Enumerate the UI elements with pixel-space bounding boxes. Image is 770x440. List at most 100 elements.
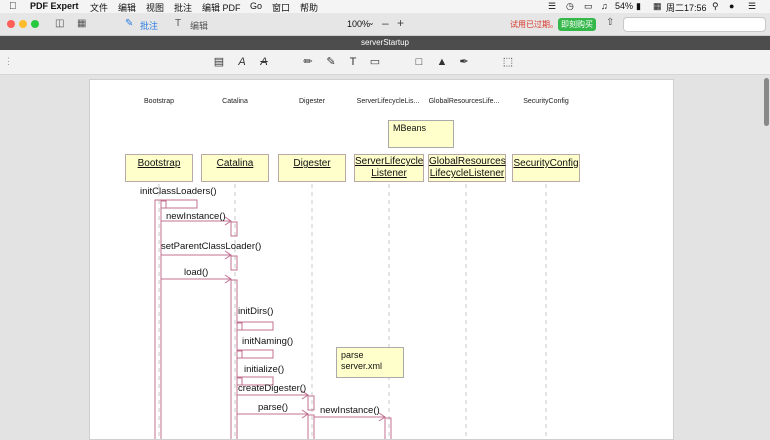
menu-help[interactable]: 帮助: [300, 3, 319, 13]
message-label: initialize(): [244, 364, 285, 375]
activation-catalina-initnaming: [236, 350, 243, 359]
menu-view[interactable]: 视图: [146, 3, 165, 13]
stamp-icon[interactable]: ▲: [436, 56, 448, 68]
menu-window[interactable]: 窗口: [272, 3, 291, 13]
zoom-out-button[interactable]: –: [382, 16, 389, 30]
message-label: initClassLoaders(): [140, 186, 217, 197]
activation-digester-parse: [307, 414, 315, 439]
activation-catalina-newinstance: [230, 221, 238, 237]
arrowhead: [224, 274, 232, 284]
arrow-initialize: [237, 376, 274, 386]
airplay-icon[interactable]: ▭: [584, 1, 593, 11]
arrowhead: [301, 409, 309, 419]
participant-catalina: Catalina: [201, 154, 269, 182]
arrowhead: [224, 250, 232, 260]
participant-bootstrap: Bootstrap: [125, 154, 193, 182]
menu-file[interactable]: 文件: [90, 3, 109, 13]
parse-server-xml-note: parse server.xml: [336, 347, 404, 378]
message-label: initDirs(): [238, 306, 274, 317]
message-label: setParentClassLoader(): [161, 241, 262, 252]
pen-icon[interactable]: ✏: [303, 56, 313, 68]
activation-digester-create: [307, 395, 315, 411]
buy-now-button[interactable]: 即刻购买: [558, 18, 596, 31]
battery-icon[interactable]: ▮: [636, 1, 641, 11]
column-header: Catalina: [222, 98, 248, 105]
menu-edit-pdf[interactable]: 编辑 PDF: [202, 3, 241, 13]
music-icon[interactable]: ♫: [601, 1, 608, 11]
sidebar-toggle-icon[interactable]: ◫: [55, 18, 65, 29]
strikethrough-text-icon[interactable]: A: [260, 56, 268, 68]
column-header: Bootstrap: [144, 98, 174, 105]
app-toolbar: ◫ ▦ ✎ 批注 T 编辑 100% ⌄ – + 试用已过期。 即刻购买 ⇧: [0, 13, 770, 36]
arrowhead: [224, 216, 232, 226]
arrow-initclassloaders: [161, 199, 198, 209]
participant-security-config: SecurityConfig: [512, 154, 580, 182]
sequence-diagram-lines: [154, 184, 547, 439]
zoom-in-button[interactable]: +: [397, 16, 405, 30]
search-input[interactable]: [624, 22, 765, 35]
highlight-text-icon[interactable]: ▤: [213, 56, 225, 68]
share-icon[interactable]: ⇧: [606, 17, 615, 28]
vertical-scrollbar[interactable]: [764, 78, 769, 126]
message-label: initNaming(): [242, 336, 294, 347]
annotation-toolbar: ⋮ ▤ A A ✏ ✎ T ▭ □ ▲ ✒ ⬚: [0, 50, 770, 75]
message-label: newInstance(): [320, 405, 380, 416]
message-label: createDigester(): [238, 383, 307, 394]
activation-catalina-setparent: [230, 255, 238, 271]
underline-text-icon[interactable]: A: [238, 56, 246, 68]
menu-edit[interactable]: 编辑: [118, 3, 137, 13]
message-label: newInstance(): [166, 211, 226, 222]
document-title: serverStartup: [360, 38, 410, 47]
menu-bar:  PDF Expert 文件 编辑 视图 批注 编辑 PDF Go 窗口 帮助…: [0, 0, 770, 13]
notification-center-icon[interactable]: ☰: [748, 1, 757, 11]
activation-catalina-initdirs: [236, 322, 243, 331]
arrow-initnaming: [237, 349, 274, 359]
minimize-button[interactable]: [19, 20, 27, 28]
edit-text-icon[interactable]: T: [175, 18, 182, 29]
timer-icon[interactable]: ◷: [566, 1, 574, 11]
annotate-icon[interactable]: ✎: [125, 18, 134, 29]
arrow-initdirs: [237, 321, 274, 331]
activation-catalina-initialize: [236, 377, 243, 386]
spotlight-icon[interactable]: ⚲: [712, 1, 719, 11]
apple-icon[interactable]: : [9, 1, 17, 12]
menu-go[interactable]: Go: [250, 1, 263, 11]
column-header: SecurityConfig: [523, 98, 569, 105]
message-label: parse(): [258, 402, 289, 413]
edit-tab[interactable]: 编辑: [190, 21, 209, 31]
menu-annotate[interactable]: 批注: [174, 3, 193, 13]
comment-icon[interactable]: □: [415, 56, 423, 68]
close-button[interactable]: [7, 20, 15, 28]
search-field[interactable]: [623, 17, 766, 35]
zoom-level[interactable]: 100%: [347, 19, 371, 29]
signature-icon[interactable]: ✒: [459, 56, 469, 68]
activation-catalina-load: [230, 279, 238, 439]
column-header: GlobalResourcesLife...: [428, 98, 500, 105]
menu-app-name[interactable]: PDF Expert: [30, 1, 79, 11]
zoom-dropdown-icon[interactable]: ⌄: [368, 18, 375, 27]
annotate-tab[interactable]: 批注: [140, 21, 159, 31]
eraser-icon[interactable]: ✎: [326, 56, 336, 68]
zoom-window-button[interactable]: [31, 20, 39, 28]
shapes-icon[interactable]: ▭: [369, 56, 381, 68]
drag-handle-icon[interactable]: ⋮: [4, 56, 13, 66]
pdf-page[interactable]: Bootstrap Catalina Digester ServerLifecy…: [89, 79, 674, 440]
thumbnails-icon[interactable]: ▦: [77, 18, 87, 29]
user-avatar-icon[interactable]: ●: [729, 1, 735, 11]
select-area-icon[interactable]: ⬚: [502, 56, 514, 68]
status-menu-icon[interactable]: ☰: [548, 1, 557, 11]
document-canvas[interactable]: Bootstrap Catalina Digester ServerLifecy…: [0, 75, 770, 440]
activation-bootstrap-self: [160, 200, 167, 209]
participant-server-lifecycle-listener: ServerLifecycle Listener: [354, 154, 424, 182]
participant-global-resources-listener: GlobalResources LifecycleListener: [428, 154, 506, 182]
battery-label: 54%: [615, 1, 634, 11]
activation-listener-newinstance: [384, 417, 392, 439]
text-box-icon[interactable]: T: [349, 56, 357, 68]
column-header: Digester: [298, 98, 326, 105]
participant-digester: Digester: [278, 154, 346, 182]
input-source-icon[interactable]: ▦: [653, 1, 662, 11]
trial-expired-text: 试用已过期。: [510, 20, 558, 29]
activation-bootstrap: [154, 199, 162, 439]
column-header: ServerLifecycleLis...: [356, 98, 420, 105]
clock[interactable]: 周二17:56: [666, 3, 707, 13]
